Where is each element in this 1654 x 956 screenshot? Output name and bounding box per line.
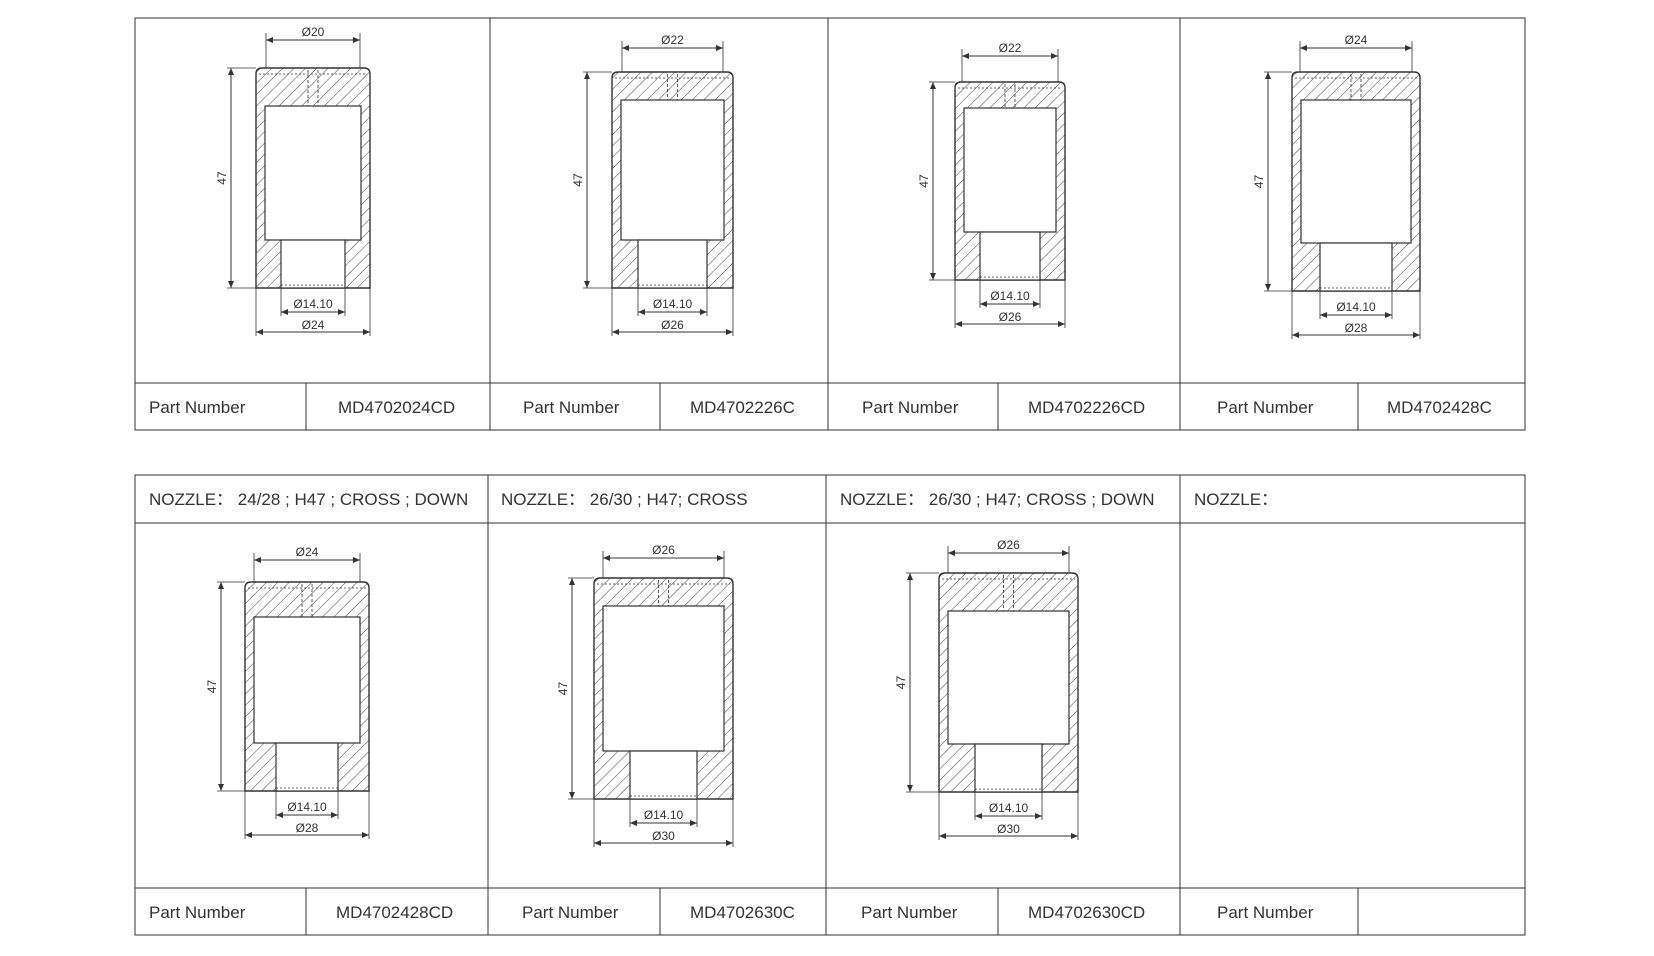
part-number-label: Part Number <box>861 903 958 922</box>
dim-inner-diameter: Ø14.10 <box>1336 300 1376 314</box>
nozzle-bore <box>637 239 708 289</box>
part-number-value: MD4702428CD <box>336 903 453 922</box>
dim-outer-diameter: Ø26 <box>661 318 684 332</box>
nozzle-spec: NOZZLE： 24/28 ; H47 ; CROSS ; DOWN <box>149 490 468 509</box>
dim-inner-diameter: Ø14.10 <box>653 297 693 311</box>
row-2-headers: NOZZLE： 24/28 ; H47 ; CROSS ; DOWN NOZZL… <box>149 490 1278 509</box>
nozzle-spec: NOZZLE： 26/30 ; H47; CROSS ; DOWN <box>840 490 1155 509</box>
row-1-part-labels: Part Number MD4702024CD Part Number MD47… <box>149 398 1492 417</box>
dim-outer-diameter: Ø26 <box>999 310 1022 324</box>
part-number-label: Part Number <box>1217 903 1314 922</box>
nozzle-spec: NOZZLE： 26/30 ; H47; CROSS <box>501 490 748 509</box>
table-1-grid <box>134 17 1526 431</box>
nozzle-bore <box>275 742 339 792</box>
nozzle-cavity <box>947 610 1070 745</box>
dim-height: 47 <box>1252 175 1266 189</box>
dim-height: 47 <box>917 174 931 188</box>
nozzle-bore <box>280 239 346 289</box>
nozzle-cavity <box>1300 99 1412 244</box>
dim-top-diameter: Ø26 <box>652 543 675 557</box>
part-number-label: Part Number <box>149 903 246 922</box>
part-number-label: Part Number <box>149 398 246 417</box>
nozzle-cavity <box>620 99 725 241</box>
part-number-label: Part Number <box>862 398 959 417</box>
dim-top-diameter: Ø26 <box>997 538 1020 552</box>
part-number-value: MD4702630CD <box>1028 903 1145 922</box>
part-number-value: MD4702226C <box>690 398 795 417</box>
part-number-value: MD4702630C <box>690 903 795 922</box>
dim-inner-diameter: Ø14.10 <box>293 297 333 311</box>
nozzle-drawings: Ø2047Ø14.10Ø24Ø2247Ø14.10Ø26Ø2247Ø14.10Ø… <box>205 25 1421 847</box>
dim-height: 47 <box>556 682 570 696</box>
dim-height: 47 <box>894 676 908 690</box>
nozzle-bore <box>1319 242 1393 292</box>
dim-outer-diameter: Ø30 <box>997 822 1020 836</box>
dim-outer-diameter: Ø30 <box>652 829 675 843</box>
dim-top-diameter: Ø24 <box>296 545 319 559</box>
nozzle-bore <box>979 231 1041 281</box>
nozzle-cavity <box>264 105 362 241</box>
nozzle-bore <box>974 743 1043 793</box>
dim-top-diameter: Ø20 <box>302 25 325 39</box>
row-2-part-labels: Part Number MD4702428CD Part Number MD47… <box>149 903 1314 922</box>
dim-height: 47 <box>205 680 219 694</box>
dim-outer-diameter: Ø28 <box>296 821 319 835</box>
part-number-label: Part Number <box>522 903 619 922</box>
nozzle-cavity <box>253 616 361 744</box>
dim-height: 47 <box>571 173 585 187</box>
part-number-label: Part Number <box>1217 398 1314 417</box>
dim-top-diameter: Ø22 <box>661 33 684 47</box>
nozzle-cavity <box>602 605 725 752</box>
part-number-value: MD4702024CD <box>338 398 455 417</box>
table-2-grid <box>134 474 1526 936</box>
nozzle-cavity <box>963 107 1057 233</box>
part-number-value: MD4702428C <box>1387 398 1492 417</box>
dim-inner-diameter: Ø14.10 <box>990 289 1030 303</box>
nozzle-spec: NOZZLE： <box>1194 490 1278 509</box>
part-number-label: Part Number <box>523 398 620 417</box>
dim-inner-diameter: Ø14.10 <box>989 801 1029 815</box>
dim-top-diameter: Ø24 <box>1345 33 1368 47</box>
dim-inner-diameter: Ø14.10 <box>644 808 684 822</box>
dim-inner-diameter: Ø14.10 <box>287 800 327 814</box>
dim-height: 47 <box>215 171 229 185</box>
dim-outer-diameter: Ø24 <box>302 318 325 332</box>
dim-top-diameter: Ø22 <box>999 41 1022 55</box>
nozzle-bore <box>629 750 698 800</box>
dim-outer-diameter: Ø28 <box>1345 321 1368 335</box>
part-number-value: MD4702226CD <box>1028 398 1145 417</box>
